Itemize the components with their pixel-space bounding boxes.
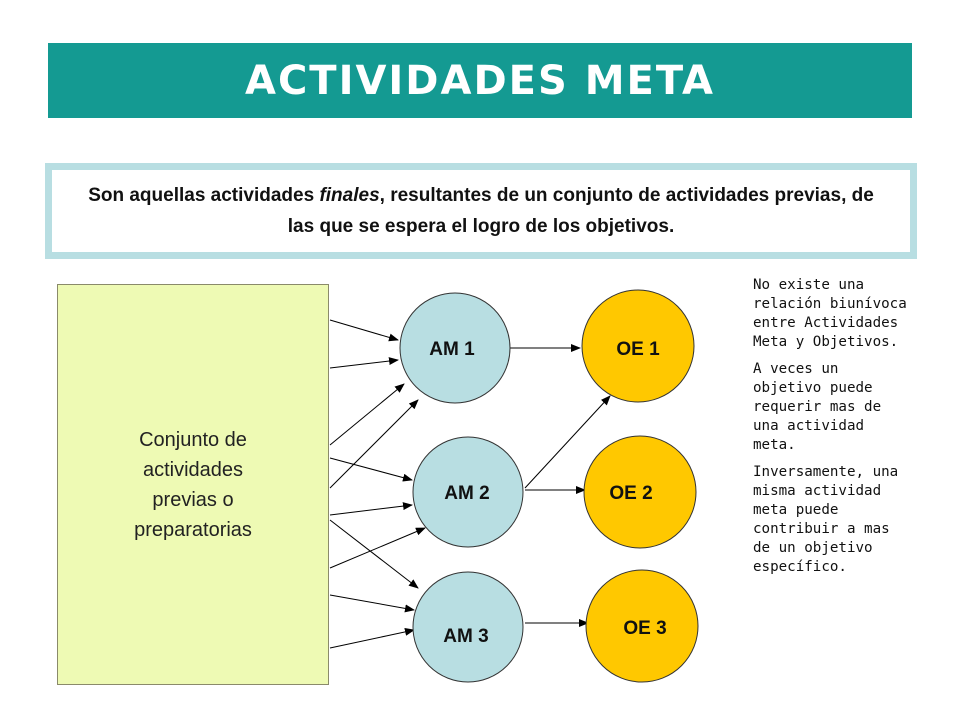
title-banner: ACTIVIDADES META — [48, 43, 912, 118]
am3-node — [412, 571, 524, 683]
arrow-am2-to-oe1 — [524, 395, 611, 489]
arrow-box-to-am2-a — [329, 457, 413, 482]
note-item: A veces un objetivo puede requerir mas d… — [753, 361, 882, 453]
oe1-node — [581, 289, 695, 403]
arrow-box-to-am3-b — [329, 594, 415, 613]
am2-node — [412, 436, 524, 548]
goal-activity-nodes: AM 1 AM 2 AM 3 — [399, 292, 524, 683]
objective-nodes: OE 1 OE 2 OE 3 — [581, 289, 699, 683]
am3-label: AM 3 — [443, 626, 488, 647]
oe3-label: OE 3 — [623, 618, 666, 639]
am1-label: AM 1 — [429, 339, 475, 360]
oe2-label: OE 2 — [609, 483, 652, 504]
oe2-node — [583, 435, 697, 549]
arrow-box-to-am2-b — [329, 502, 413, 516]
am1-node — [399, 292, 511, 404]
definition-emphasis: finales — [319, 185, 380, 206]
arrow-box-to-am3-a — [329, 519, 419, 589]
arrow-box-to-am1-d — [329, 399, 419, 489]
definition-text: Son aquellas actividades finales, result… — [52, 180, 910, 242]
arrow-box-to-am3-c — [329, 627, 415, 649]
previous-activities-label: Conjunto de actividades previas o prepar… — [134, 428, 252, 541]
definition-text-end: , resultantes de un conjunto de activida… — [287, 185, 874, 237]
arrow-box-to-am1-a — [329, 319, 399, 342]
note-item: No existe una relación biunívoca entre A… — [753, 277, 907, 350]
input-arrows — [329, 319, 426, 649]
am2-label: AM 2 — [444, 483, 489, 504]
arrow-box-to-am1-c — [329, 383, 405, 446]
note-item: Inversamente, una misma actividad meta p… — [753, 464, 899, 575]
previous-activities-box: Conjunto de actividades previas o prepar… — [57, 284, 329, 685]
oe3-node — [585, 569, 699, 683]
page-title: ACTIVIDADES META — [244, 57, 715, 104]
arrow-box-to-am2-c — [329, 527, 426, 569]
notes-panel: No existe una relación biunívoca entre A… — [753, 276, 913, 585]
output-arrows — [510, 344, 611, 627]
definition-box: Son aquellas actividades finales, result… — [45, 163, 917, 259]
arrow-box-to-am1-b — [329, 357, 399, 369]
definition-text-start: Son aquellas actividades — [88, 185, 320, 206]
oe1-label: OE 1 — [616, 339, 660, 360]
